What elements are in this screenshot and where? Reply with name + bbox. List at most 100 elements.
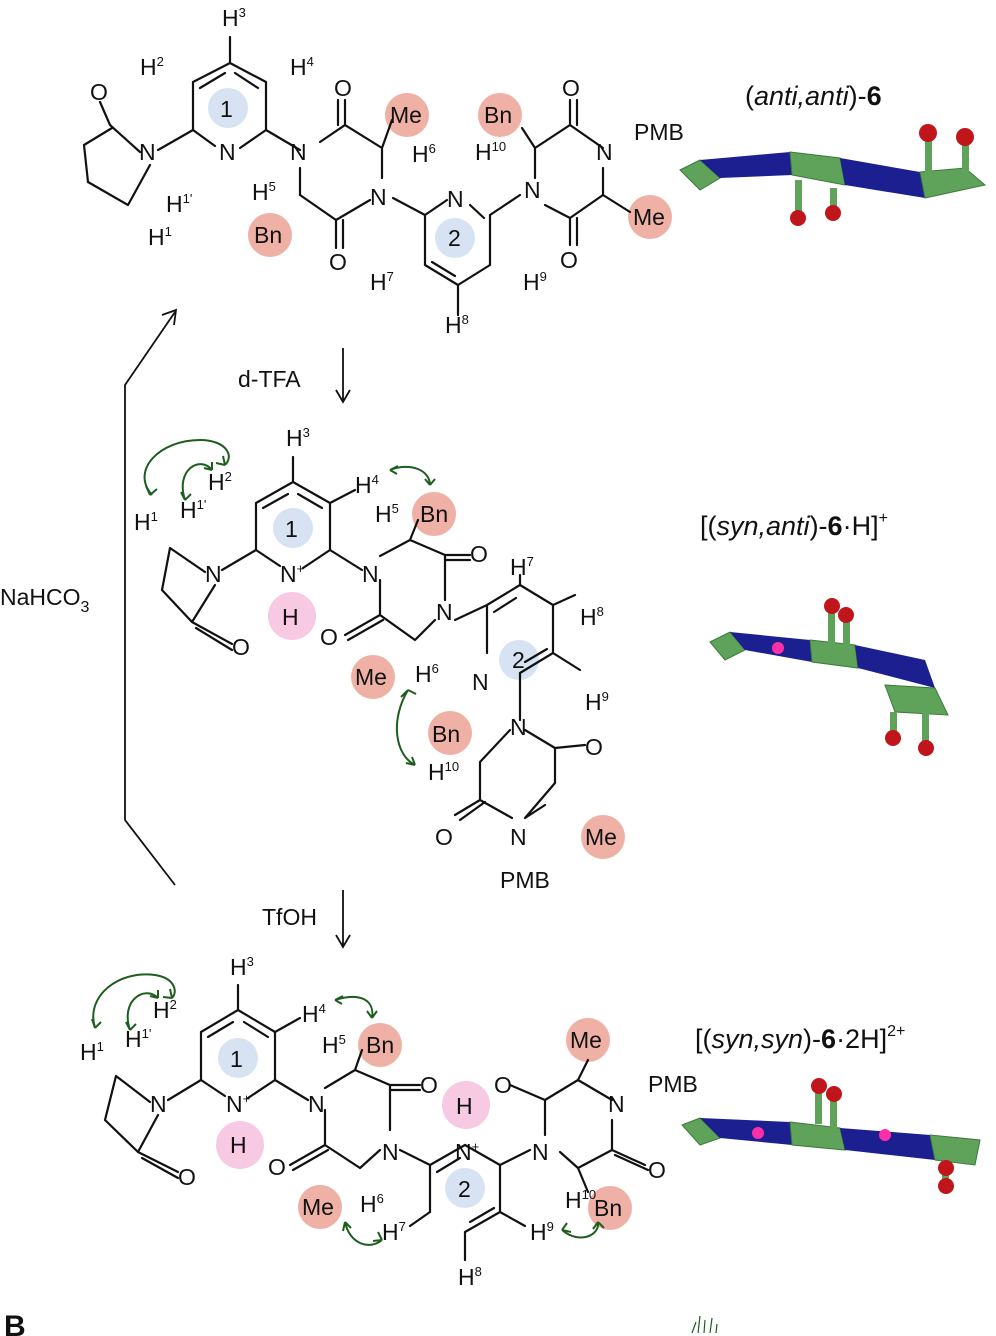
dkp2-n-b: N	[596, 139, 613, 165]
dkp6-o-a: O	[494, 1072, 512, 1098]
h1p-label: H1'	[166, 191, 192, 217]
ring2-number: 2	[448, 225, 461, 251]
pyridinium1-nitrogen: N+	[280, 561, 304, 587]
title-syn-anti: [(syn,anti)-6·H]+	[700, 510, 888, 541]
h1-label-2: H1	[134, 509, 158, 535]
panel-label: B	[4, 1310, 26, 1336]
dkp6-n-a: N	[532, 1139, 549, 1165]
h4-label: H4	[290, 54, 314, 80]
dkp4-n-a: N	[510, 714, 527, 740]
lactam-oxygen-3: O	[178, 1164, 196, 1190]
h1-label-3: H1	[80, 1039, 104, 1065]
h10-label-3: H10	[565, 1187, 596, 1213]
h5-label: H5	[252, 179, 276, 205]
h7-label-3: H7	[382, 1219, 406, 1245]
dkp2-o-a: O	[562, 75, 580, 101]
h1p-label-3: H1'	[125, 1026, 151, 1052]
model-syn-syn	[681, 1078, 981, 1194]
h8-label-2: H8	[580, 604, 604, 630]
lactam-oxygen-2: O	[232, 634, 250, 660]
reaction-arrows: d-TFA TfOH NaHCO3	[0, 308, 351, 949]
dkp1-n-a: N	[290, 139, 307, 165]
h2-label: H2	[140, 54, 164, 80]
dkp3-o-b: O	[320, 624, 338, 650]
species-titles: (anti,anti)-6 [(syn,anti)-6·H]+ [(syn,sy…	[695, 81, 905, 1054]
dkp5-n-a: N	[308, 1091, 325, 1117]
ring1-number-2: 1	[285, 516, 298, 542]
pmb-1: PMB	[634, 119, 684, 145]
h9-label-2: H9	[585, 689, 609, 715]
lactam-nitrogen-3: N	[150, 1091, 167, 1117]
h7-label: H7	[370, 269, 394, 295]
h3-label: H3	[222, 5, 246, 31]
reagent-d-tfa: d-TFA	[238, 366, 301, 392]
structure-syn-anti: H3 H2 H1' H1 H4 H5 Bn 1 N N+ N O H O O N…	[134, 425, 617, 893]
pmb-2: PMB	[500, 867, 550, 893]
h5-label-2: H5	[375, 501, 399, 527]
pmb-3: PMB	[648, 1071, 698, 1097]
title-anti-anti: (anti,anti)-6	[745, 81, 882, 111]
model-anti-anti	[679, 124, 987, 226]
h6-label: H6	[412, 141, 436, 167]
me-2: Me	[633, 204, 665, 230]
dkp4-o-a: O	[585, 734, 603, 760]
h2-label-2: H2	[208, 469, 232, 495]
dkp6-o-b: O	[648, 1157, 666, 1183]
me-4: Me	[585, 824, 617, 850]
ring1-number-3: 1	[230, 1046, 243, 1072]
bridging-proton-3: H	[456, 1093, 473, 1119]
bn-6: Bn	[594, 1195, 622, 1221]
dkp2-o-b: O	[560, 247, 578, 273]
dkp5-o-a: O	[420, 1072, 438, 1098]
bridging-proton-2: H	[230, 1132, 247, 1158]
structure-syn-syn: H3 H2 H1' H1 H4 H5 Bn 1 N N+ N O H O O N…	[80, 954, 698, 1290]
h7-label-2: H7	[510, 554, 534, 580]
dkp5-o-b: O	[268, 1154, 286, 1180]
dkp5-n-b: N	[382, 1139, 399, 1165]
structure-anti-anti: H3 H2 H4 1 O N N N O Me H6 H5 N Bn O H1'…	[82, 5, 684, 338]
h10-label: H10	[475, 139, 506, 165]
ring2-number-3: 2	[458, 1176, 471, 1202]
lactam-nitrogen-2: N	[205, 561, 222, 587]
h6-label-3: H6	[360, 1191, 384, 1217]
dkp4-n-b: N	[510, 824, 527, 850]
bn-2: Bn	[484, 102, 512, 128]
h2-label-3: H2	[153, 997, 177, 1023]
h8-label: H8	[445, 312, 469, 338]
pyridine2-nitrogen: N	[447, 186, 464, 212]
pyridine1-nitrogen: N	[219, 139, 236, 165]
h9-label: H9	[523, 269, 547, 295]
me-6: Me	[570, 1027, 602, 1053]
reagent-tfoh: TfOH	[262, 904, 317, 930]
dkp1-o-a: O	[334, 75, 352, 101]
bn-1: Bn	[254, 222, 282, 248]
bn-5: Bn	[366, 1032, 394, 1058]
dkp1-n-b: N	[370, 184, 387, 210]
title-syn-syn: [(syn,syn)-6·2H]2+	[695, 1023, 905, 1054]
ring1-number: 1	[220, 96, 233, 122]
dkp4-o-b: O	[435, 824, 453, 850]
bridging-proton-1: H	[282, 604, 299, 630]
bn-3: Bn	[420, 501, 448, 527]
dkp3-n-a: N	[362, 561, 379, 587]
h1-label: H1	[148, 224, 172, 250]
cropped-spectrum-trace	[691, 1315, 718, 1334]
h9-label-3: H9	[530, 1219, 554, 1245]
ring2-number-2: 2	[512, 647, 525, 673]
pyridinium2-nitrogen: N+	[455, 1139, 479, 1165]
dkp3-o-a: O	[470, 541, 488, 567]
model-syn-anti	[709, 598, 949, 756]
h4-label-2: H4	[355, 472, 379, 498]
h1p-label-2: H1'	[180, 497, 206, 523]
dkp3-n-b: N	[436, 599, 453, 625]
h3-label-3: H3	[230, 954, 254, 980]
h5-label-3: H5	[322, 1032, 346, 1058]
reagent-nahco3: NaHCO3	[0, 584, 90, 616]
me-1: Me	[390, 102, 422, 128]
dkp2-n-a: N	[524, 177, 541, 203]
h10-label-2: H10	[428, 759, 459, 785]
lactam-oxygen: O	[90, 79, 108, 105]
dkp6-n-b: N	[608, 1091, 625, 1117]
h6-label-2: H6	[415, 661, 439, 687]
